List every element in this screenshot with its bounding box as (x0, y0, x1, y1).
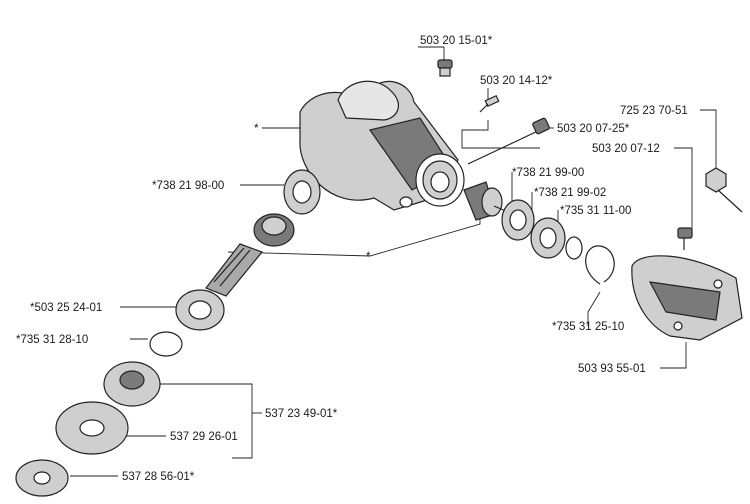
label-503-20-07-25: 503 20 07-25* (557, 123, 630, 135)
label-503-20-15-01: 503 20 15-01* (420, 35, 493, 47)
guard-shield (631, 255, 743, 341)
bearing-lower (175, 289, 225, 331)
label-725-23-70-51: 725 23 70-51 (620, 105, 688, 117)
label-738-21-98-00: *738 21 98-00 (152, 180, 224, 192)
label-537-23-49-01: 537 23 49-01* (265, 408, 338, 420)
label-star-housing: * (254, 123, 259, 135)
label-503-20-14-12: 503 20 14-12* (480, 75, 553, 87)
label-537-29-26-01: 537 29 26-01 (170, 431, 238, 443)
label-537-28-56-01: 537 28 56-01* (122, 471, 195, 483)
circlip-right (585, 245, 615, 285)
label-738-21-99-00: *738 21 99-00 (512, 167, 584, 179)
label-503-25-24-01: *503 25 24-01 (30, 302, 102, 314)
screw-small (479, 94, 500, 113)
long-screw (467, 117, 550, 165)
plug-bolt (437, 59, 453, 77)
bevel-gear-lower (253, 213, 295, 247)
bearing-right-1 (501, 199, 535, 241)
nut (15, 459, 69, 497)
part-labels: 503 20 15-01* 503 20 14-12* 503 20 07-25… (16, 35, 688, 483)
label-star-shaft: * (366, 251, 371, 263)
small-screw-right (677, 227, 693, 250)
label-503-93-55-01: 503 93 55-01 (578, 363, 646, 375)
bearing-right-2 (530, 217, 566, 259)
drive-disc (103, 361, 161, 407)
ring-right-small (565, 236, 583, 260)
bevel-gear-upper (463, 181, 509, 221)
label-738-21-99-02: *738 21 99-02 (534, 187, 606, 199)
hex-bolt-right (705, 167, 743, 213)
label-735-31-28-10: *735 31 28-10 (16, 334, 88, 346)
circlip-lower (149, 331, 183, 357)
label-735-31-11-00: *735 31 11-00 (560, 205, 631, 217)
label-503-20-07-12: 503 20 07-12 (592, 143, 660, 155)
support-cup (55, 401, 129, 455)
gear-housing (299, 80, 465, 211)
label-735-31-25-10: *735 31 25-10 (552, 321, 624, 333)
bearing-upper-left (283, 169, 321, 215)
output-shaft (205, 243, 264, 297)
